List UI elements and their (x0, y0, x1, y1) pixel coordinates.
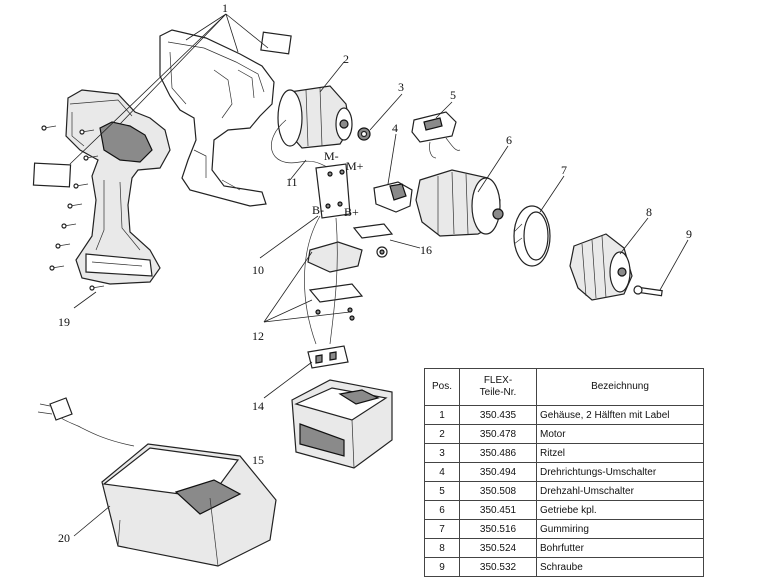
callout-19: 19 (58, 315, 70, 329)
housing-right-half (159, 29, 275, 207)
charger-power-cord (37, 397, 135, 447)
callout-11: 11 (286, 175, 298, 189)
header-name: Bezeichnung (536, 368, 704, 406)
callout-4: 4 (392, 121, 398, 135)
electronics-module (307, 241, 364, 321)
rubber-ring (513, 205, 551, 267)
header-part-number: FLEX- Teile-Nr. (459, 368, 537, 406)
cell-part-number: 350.478 (459, 424, 537, 444)
drill-chuck (569, 233, 633, 301)
header-pos: Pos. (424, 368, 460, 406)
housing-left-half (65, 89, 171, 285)
cell-part-number: 350.524 (459, 538, 537, 558)
callout-5: 5 (450, 88, 456, 102)
callout-3: 3 (398, 80, 404, 94)
callout-6: 6 (506, 133, 512, 147)
motor-terminal-plate (315, 163, 351, 219)
cell-part-number: 350.494 (459, 462, 537, 482)
gearbox (415, 169, 504, 237)
callout-2: 2 (343, 52, 349, 66)
cell-pos: 8 (424, 538, 460, 558)
cell-part-number: 350.532 (459, 557, 537, 577)
cell-pos: 6 (424, 500, 460, 520)
wire-label-b-plus: B+ (344, 205, 359, 219)
callout-12: 12 (252, 329, 264, 343)
wire-label-m-plus: M+ (346, 159, 364, 173)
callout-15: 15 (252, 453, 264, 467)
wire-label-b-minus: B- (312, 203, 324, 217)
cell-part-number: 350.451 (459, 500, 537, 520)
cell-name: Bohrfutter (536, 538, 704, 558)
battery-terminal (307, 345, 349, 369)
cell-pos: 2 (424, 424, 460, 444)
cell-pos: 9 (424, 557, 460, 577)
cell-pos: 3 (424, 443, 460, 463)
cell-name: Gehäuse, 2 Hälften mit Label (536, 405, 704, 425)
leader-lines (69, 13, 689, 537)
cell-name: Gummiring (536, 519, 704, 539)
speed-switch (411, 111, 461, 159)
wire-label-m-minus: M- (324, 149, 339, 163)
cell-name: Drehrichtungs-Umschalter (536, 462, 704, 482)
cell-name: Getriebe kpl. (536, 500, 704, 520)
cell-name: Schraube (536, 557, 704, 577)
pinion (357, 127, 371, 141)
cell-part-number: 350.508 (459, 481, 537, 501)
battery-charger (101, 443, 277, 567)
cell-pos: 1 (424, 405, 460, 425)
callout-9: 9 (686, 227, 692, 241)
callout-20: 20 (58, 531, 70, 545)
chuck-screw (633, 285, 663, 297)
battery-pack (291, 379, 393, 469)
motor (277, 85, 353, 149)
cell-pos: 4 (424, 462, 460, 482)
cell-pos: 7 (424, 519, 460, 539)
header-part-number-line1: FLEX- (483, 375, 513, 386)
callout-14: 14 (252, 399, 264, 413)
callout-16: 16 (420, 243, 432, 257)
housing-screws (41, 125, 105, 291)
cell-part-number: 350.486 (459, 443, 537, 463)
callout-1: 1 (222, 1, 228, 15)
cell-name: Ritzel (536, 443, 704, 463)
direction-switch (373, 181, 413, 213)
cell-part-number: 350.516 (459, 519, 537, 539)
callout-10: 10 (252, 263, 264, 277)
callout-8: 8 (646, 205, 652, 219)
cell-pos: 5 (424, 481, 460, 501)
battery-wires (304, 215, 338, 345)
label-sticker-left (32, 162, 72, 188)
cell-name: Drehzahl-Umschalter (536, 481, 704, 501)
cell-part-number: 350.435 (459, 405, 537, 425)
switch-bracket (352, 223, 394, 258)
header-part-number-line2: Teile-Nr. (479, 387, 517, 398)
cell-name: Motor (536, 424, 704, 444)
table-header-row: Pos. FLEX- Teile-Nr. Bezeichnung (424, 368, 704, 406)
callout-7: 7 (561, 163, 567, 177)
label-sticker-top (260, 31, 292, 55)
